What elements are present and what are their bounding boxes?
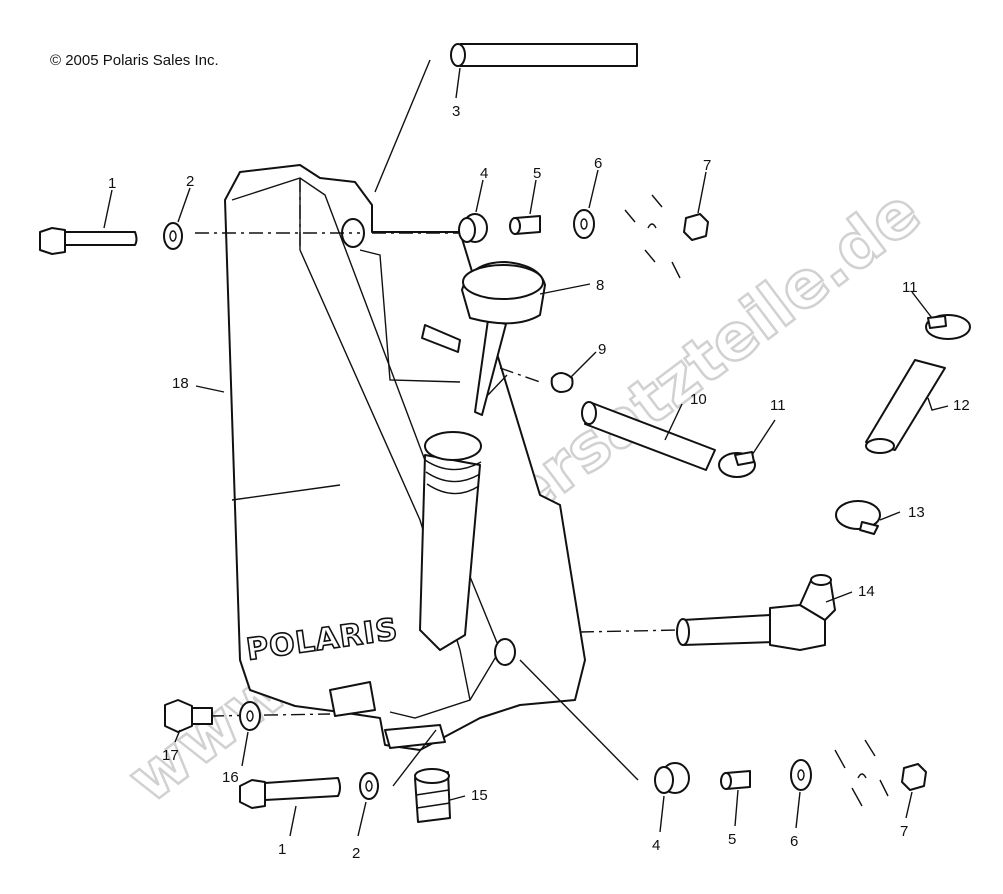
callout-15: 15 [471, 787, 488, 804]
bolt-top [39, 227, 138, 255]
oil-tank: POLARIS [224, 164, 586, 751]
grommet-top [458, 213, 488, 243]
callout-17: 17 [162, 747, 179, 764]
callout-6-bottom: 6 [790, 833, 798, 850]
callout-numbers: 1 2 3 4 5 6 7 8 9 10 11 11 12 13 14 15 1… [108, 103, 970, 862]
callout-13: 13 [908, 504, 925, 521]
callout-4-top: 4 [480, 165, 488, 182]
hose-12 [865, 359, 946, 454]
clamp-11-upper [925, 314, 971, 340]
filler-cap-dipstick [461, 261, 546, 416]
clamp-11-lower [718, 451, 756, 478]
callout-18: 18 [172, 375, 189, 392]
hose-10 [581, 401, 716, 471]
callout-5-bottom: 5 [728, 831, 736, 848]
washer-16 [239, 701, 261, 731]
bushing-bottom [720, 770, 751, 790]
callout-2-top: 2 [186, 173, 194, 190]
callout-16: 16 [222, 769, 239, 786]
callout-5-top: 5 [533, 165, 541, 182]
callout-6-top: 6 [594, 155, 602, 172]
callout-1-bottom: 1 [278, 841, 286, 858]
callout-12: 12 [953, 397, 970, 414]
callout-10: 10 [690, 391, 707, 408]
callout-1-top: 1 [108, 175, 116, 192]
bushing-top [509, 215, 541, 235]
hose-3 [450, 43, 638, 67]
callout-4-bottom: 4 [652, 837, 660, 854]
nut-top [683, 213, 709, 241]
washer-bottom [359, 772, 379, 800]
callout-14: 14 [858, 583, 875, 600]
elbow-fitting [676, 574, 836, 651]
leader-lines [103, 59, 949, 837]
nut-bottom [901, 763, 927, 791]
washer-6-bottom [790, 759, 812, 791]
callout-3: 3 [452, 103, 460, 120]
callout-11-upper: 11 [902, 279, 918, 296]
callout-8: 8 [596, 277, 604, 294]
washer-6-top [573, 209, 595, 239]
callout-7-top: 7 [703, 157, 711, 174]
bolt-bottom [239, 777, 341, 809]
copyright-notice: © 2005 Polaris Sales Inc. [50, 52, 219, 69]
callout-11-lower: 11 [770, 397, 786, 414]
callout-7-bottom: 7 [900, 823, 908, 840]
clip-9 [550, 372, 574, 393]
callout-9: 9 [598, 341, 606, 358]
drain-plug [164, 699, 213, 733]
clamp-13 [835, 500, 881, 535]
grommet-bottom [654, 762, 690, 794]
grommet-15 [414, 768, 451, 823]
callout-2-bottom: 2 [352, 845, 360, 862]
washer-top [163, 222, 183, 250]
